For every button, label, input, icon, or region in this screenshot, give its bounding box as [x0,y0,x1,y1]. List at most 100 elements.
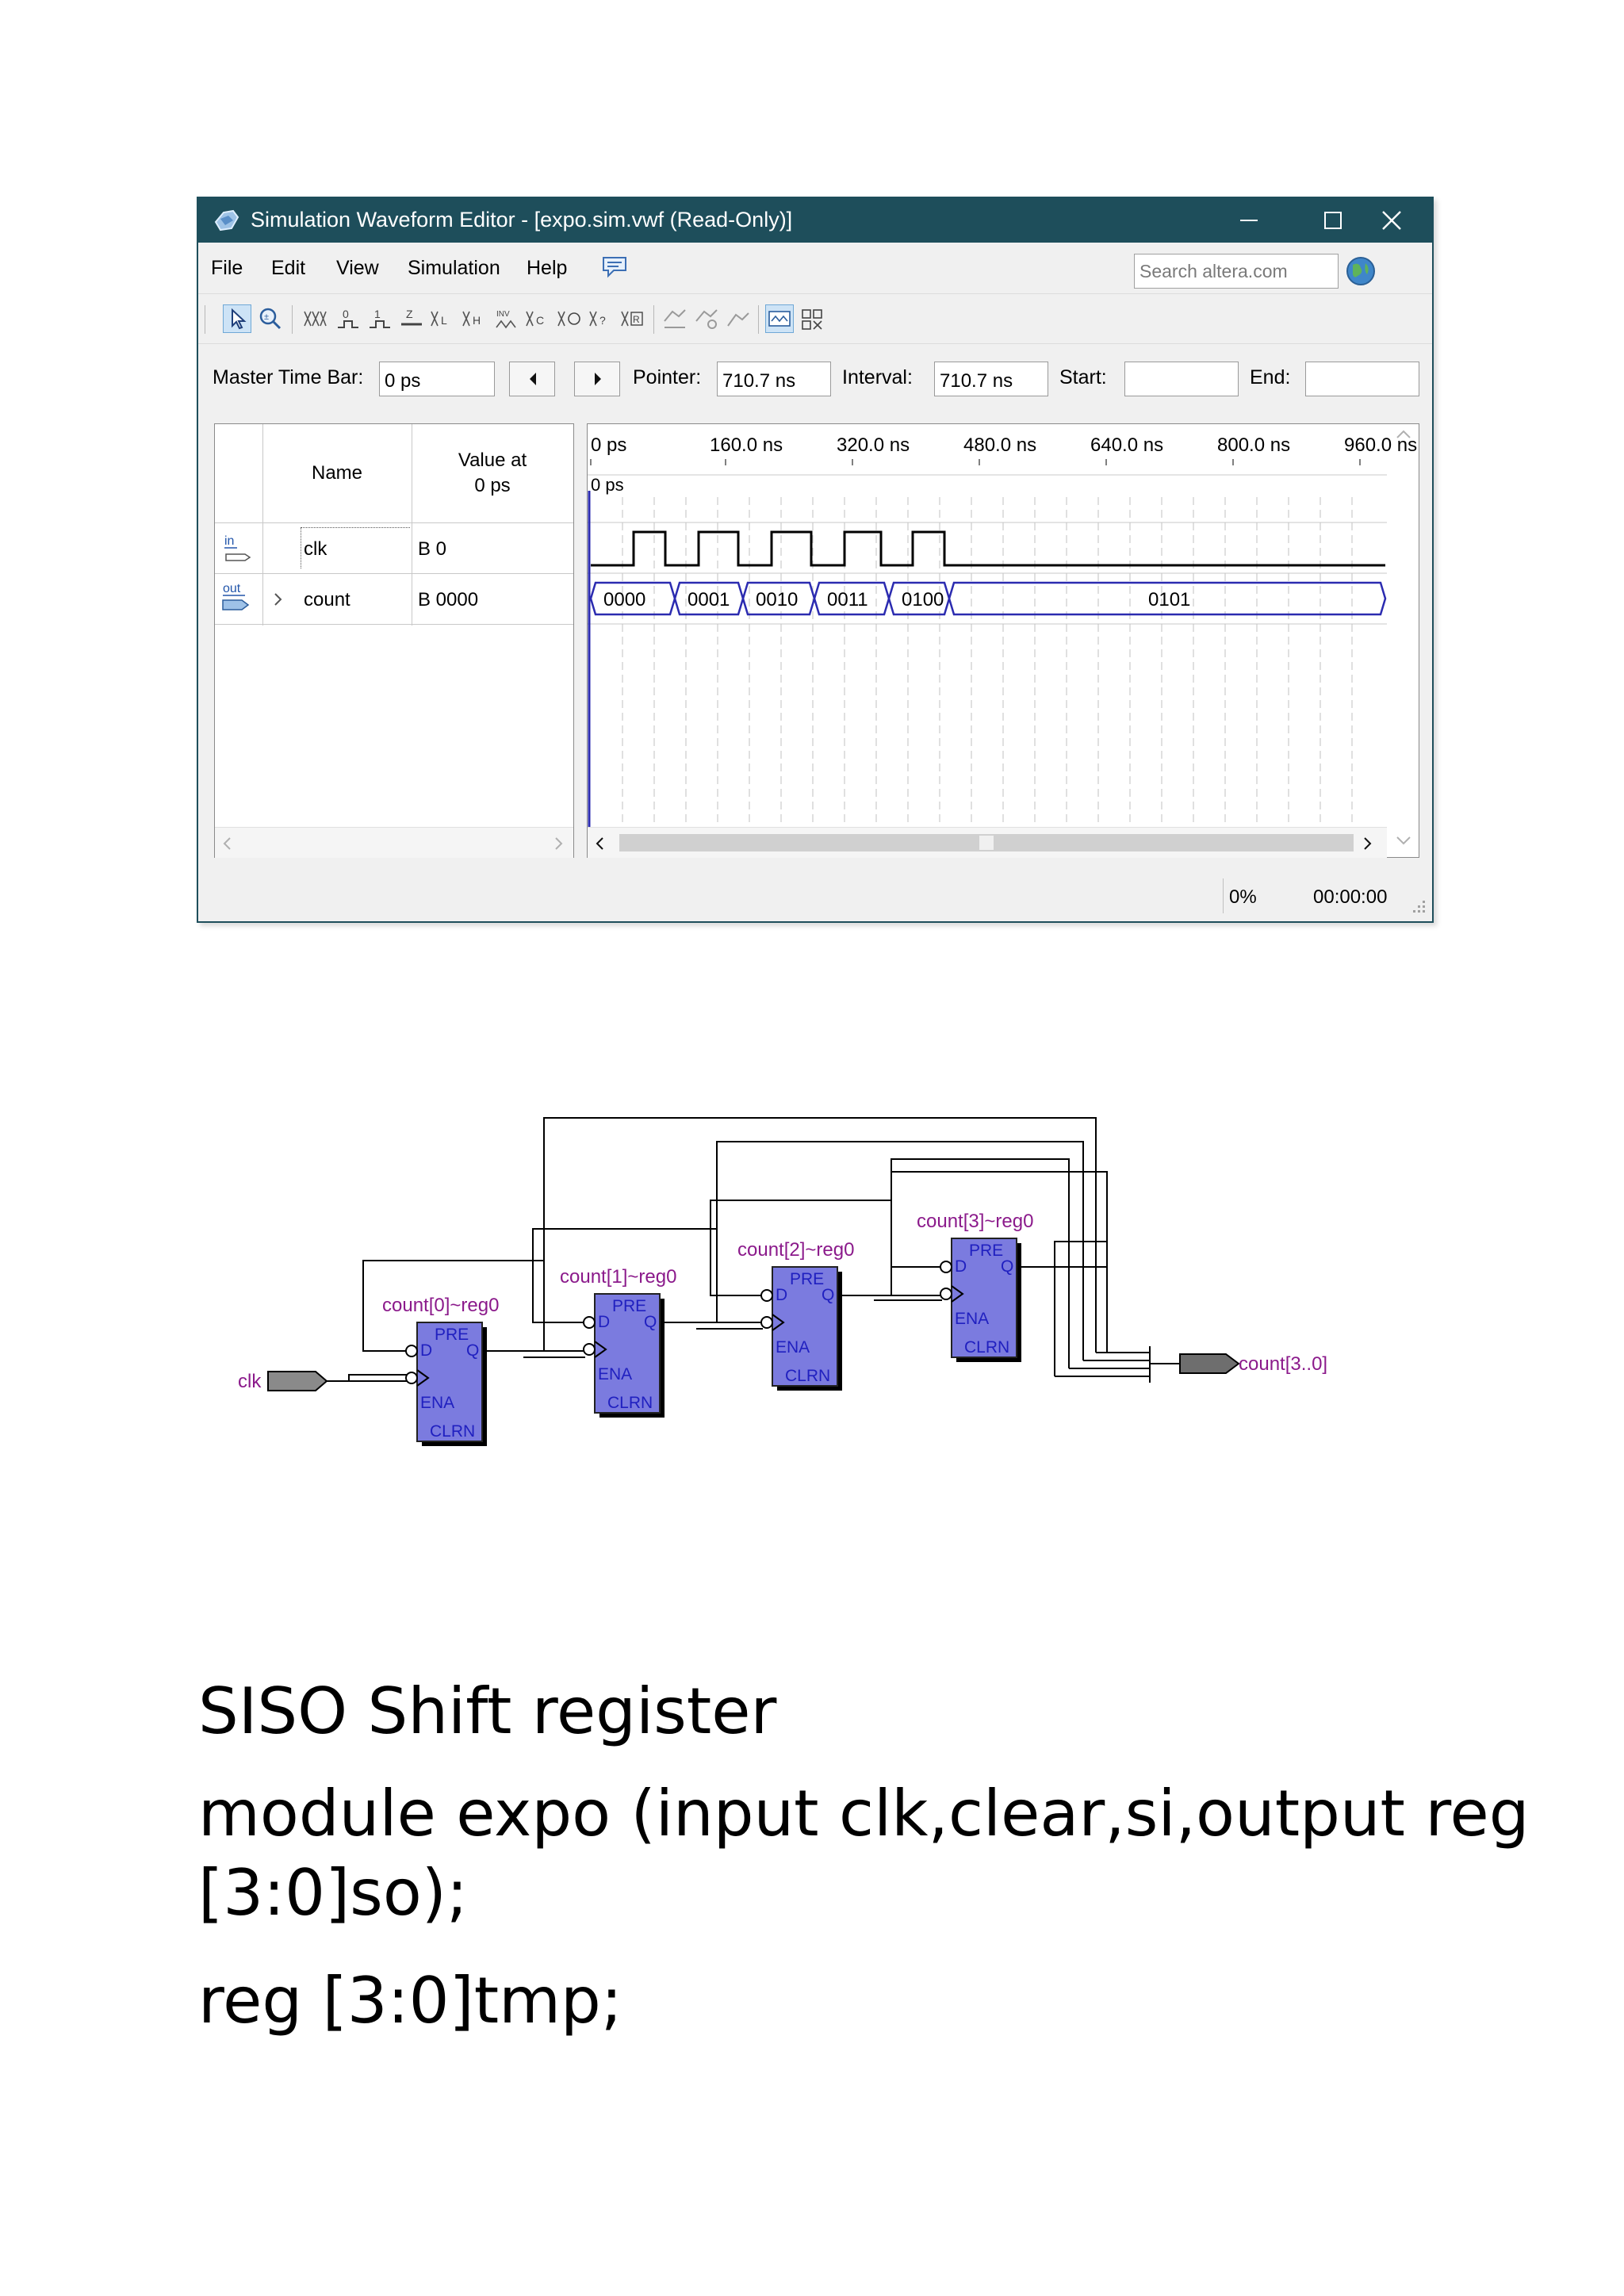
maximize-icon [1324,212,1342,229]
value-column-header-line2[interactable]: 0 ps [474,475,511,496]
clock-value-button[interactable] [557,305,584,332]
count-bus-value: 0100 [902,589,944,610]
elapsed-time: 00:00:00 [1313,886,1388,908]
d-port-label: D [598,1313,610,1331]
functional-simulation-icon [768,311,791,327]
group-button[interactable] [693,305,720,332]
force-low-button[interactable]: 0 [335,305,362,332]
random-value-button[interactable]: R [620,305,647,332]
minimize-button[interactable] [1207,198,1291,243]
clrn-port-label: CLRN [430,1422,475,1441]
previous-transition-button[interactable] [509,362,555,396]
d-port-label: D [420,1341,432,1360]
weak-high-button[interactable]: H [462,305,488,332]
next-transition-button[interactable] [574,362,620,396]
title-bar[interactable]: Simulation Waveform Editor - [expo.sim.v… [198,198,1432,243]
close-button[interactable] [1350,198,1434,243]
q-port-label: Q [1001,1257,1013,1276]
resize-grip-icon[interactable] [1411,899,1427,915]
count-value-button[interactable]: C [525,305,552,332]
status-bar: 0% 00:00:00 [198,871,1432,921]
svg-text:1: 1 [374,308,381,320]
time-label: 800.0 ns [1217,434,1290,456]
weak-high-icon: H [462,311,481,327]
time-label: 960.0 ns [1344,434,1417,456]
menu-help[interactable]: Help [527,257,568,279]
inversion-bubble [583,1316,596,1329]
snap-to-grid-button[interactable] [661,305,688,332]
interval-field[interactable]: 710.7 ns [934,362,1048,396]
count-output-label: count[3..0] [1239,1353,1327,1375]
clk-input-label: clk [238,1371,262,1392]
uninitialized-button[interactable] [301,305,328,332]
comment-icon[interactable] [601,255,628,279]
chevron-left-icon[interactable] [221,836,234,851]
menu-view[interactable]: View [336,257,379,279]
q-port-label: Q [644,1313,657,1331]
run-functional-simulation-button[interactable] [765,304,794,333]
count-bus-segment [741,581,816,616]
chevron-right-icon[interactable] [1362,836,1374,851]
count-output-port[interactable]: count[3..0] [1179,1353,1327,1375]
high-impedance-button[interactable]: Z [398,305,425,332]
inversion-bubble [940,1288,952,1300]
search-input[interactable]: Search altera.com [1134,254,1339,289]
arbitrary-value-button[interactable]: ? [588,305,615,332]
scrollbar-thumb[interactable] [619,834,1354,851]
start-field[interactable] [1124,362,1239,396]
clrn-port-label: CLRN [785,1367,830,1385]
clk-input-port[interactable]: clk [238,1371,328,1392]
invert-button[interactable]: INV [493,305,520,332]
chevron-down-icon[interactable] [1395,833,1412,848]
svg-text:in: in [224,534,234,548]
name-column-header[interactable]: Name [311,462,363,484]
ungroup-button[interactable] [725,305,752,332]
pointer-label: Pointer: [633,366,702,388]
svg-text:out: out [223,582,241,595]
svg-text:?: ? [599,314,606,327]
q-port-label: Q [822,1286,834,1304]
count-bus-segment [813,581,891,616]
chevron-left-icon[interactable] [594,836,607,851]
zoom-tool-button[interactable]: ± [257,305,284,332]
waveform-horizontal-scrollbar[interactable] [588,827,1387,858]
force-high-button[interactable]: 1 [366,305,393,332]
end-field[interactable] [1305,362,1419,396]
name-horizontal-scrollbar[interactable] [215,827,573,858]
interval-label: Interval: [842,366,913,388]
ena-port-label: ENA [598,1365,632,1383]
value-column-header-line1[interactable]: Value at [458,450,527,471]
weak-low-button[interactable]: L [430,305,457,332]
clock-input-triangle [772,1314,785,1331]
maximize-button[interactable] [1291,198,1375,243]
weak-low-icon: L [431,311,447,327]
chevron-right-icon[interactable] [553,836,565,851]
menu-simulation[interactable]: Simulation [408,257,500,279]
globe-icon[interactable] [1345,255,1377,287]
chevron-right-icon[interactable] [272,591,285,608]
chevron-up-icon[interactable] [1395,427,1412,442]
count-value-icon: C [526,311,544,327]
register-body [594,1293,661,1414]
run-timing-simulation-button[interactable] [799,305,826,332]
register-name: count[0]~reg0 [382,1295,499,1316]
random-value-icon: R [621,311,643,327]
select-tool-button[interactable] [223,304,251,333]
master-time-bar-field[interactable]: 0 ps [379,362,495,396]
close-icon [1382,211,1401,230]
menu-file[interactable]: File [211,257,243,279]
triangle-left-icon [530,373,536,385]
signal-value: B 0 [418,538,447,560]
menu-edit[interactable]: Edit [271,257,306,279]
snap-icon [664,309,686,328]
pointer-field[interactable]: 710.7 ns [717,362,831,396]
count-bus-segment [887,581,951,616]
count-bus-segment [673,581,745,616]
